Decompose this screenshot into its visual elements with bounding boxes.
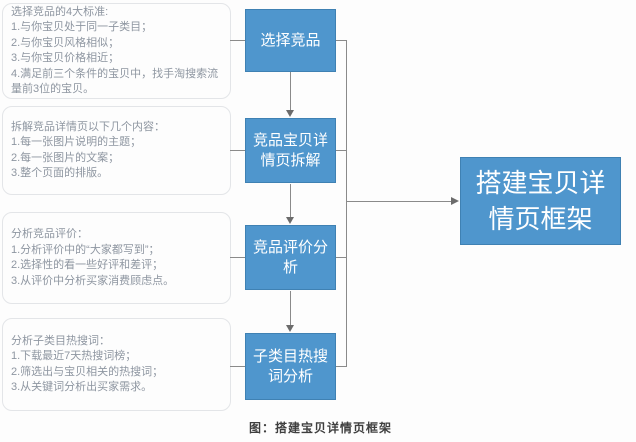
arrow-line-step2-step3: [290, 184, 291, 217]
connector-step3-collector: [336, 257, 347, 258]
result-label-build-detail-page: 搭建宝贝详情页框架: [475, 168, 606, 234]
arrow-right-icon: [451, 197, 459, 205]
step-box-review-analysis: 竞品评价分析: [245, 225, 336, 290]
note-text-detail-breakdown: 拆解竞品详情页以下几个内容： 1.每一张图片说明的主题； 2.每一张图片的文案；…: [11, 120, 165, 180]
connector-step1-collector: [336, 40, 347, 41]
step-box-select-competitor: 选择竞品: [245, 9, 336, 72]
arrow-down-icon: [286, 110, 294, 117]
figure-caption: 图：搭建宝贝详情页框架: [249, 421, 393, 435]
arrow-line-step1-step2: [290, 72, 291, 110]
step-label-review-analysis: 竞品评价分析: [252, 238, 328, 276]
connector-note2-step2: [230, 150, 245, 151]
note-bubble-detail-breakdown: 拆解竞品详情页以下几个内容： 1.每一张图片说明的主题； 2.每一张图片的文案；…: [2, 106, 231, 195]
arrow-line-step3-step4: [290, 291, 291, 325]
connector-note1-step1: [230, 40, 245, 41]
note-text-review-analysis: 分析竞品评价： 1.分析评价中的“大家都写到”； 2.选择性的看一些好评和差评；…: [11, 228, 175, 287]
collector-line: [346, 40, 347, 367]
note-bubble-review-analysis: 分析竞品评价： 1.分析评价中的“大家都写到”； 2.选择性的看一些好评和差评；…: [2, 212, 231, 304]
step-box-keyword-analysis: 子类目热搜词分析: [245, 333, 336, 400]
connector-step4-collector: [336, 366, 347, 367]
connector-step2-collector: [336, 150, 347, 151]
step-label-select-competitor: 选择竞品: [260, 31, 321, 49]
note-text-hot-keywords: 分析子类目热搜词： 1.下载最近7天热搜词榜； 2.筛选出与宝贝相关的热搜词； …: [11, 334, 164, 394]
arrow-down-icon: [286, 325, 294, 332]
step-label-keyword-analysis: 子类目热搜词分析: [252, 347, 328, 385]
step-label-detail-breakdown: 竞品宝贝详情页拆解: [252, 131, 328, 169]
arrow-line-collector-result: [346, 201, 452, 202]
arrow-down-icon: [286, 217, 294, 224]
step-box-detail-breakdown: 竞品宝贝详情页拆解: [245, 118, 336, 183]
note-bubble-select-criteria: 选择竞品的4大标准: 1.与你宝贝处于同一子类目； 2.与你宝贝风格相似； 3.…: [2, 3, 231, 99]
note-text-select-criteria: 选择竞品的4大标准: 1.与你宝贝处于同一子类目； 2.与你宝贝风格相似； 3.…: [11, 5, 219, 96]
note-bubble-hot-keywords: 分析子类目热搜词： 1.下载最近7天热搜词榜； 2.筛选出与宝贝相关的热搜词； …: [2, 318, 231, 411]
connector-note4-step4: [230, 366, 245, 367]
connector-note3-step3: [230, 257, 245, 258]
result-box-build-detail-page: 搭建宝贝详情页框架: [460, 157, 621, 245]
